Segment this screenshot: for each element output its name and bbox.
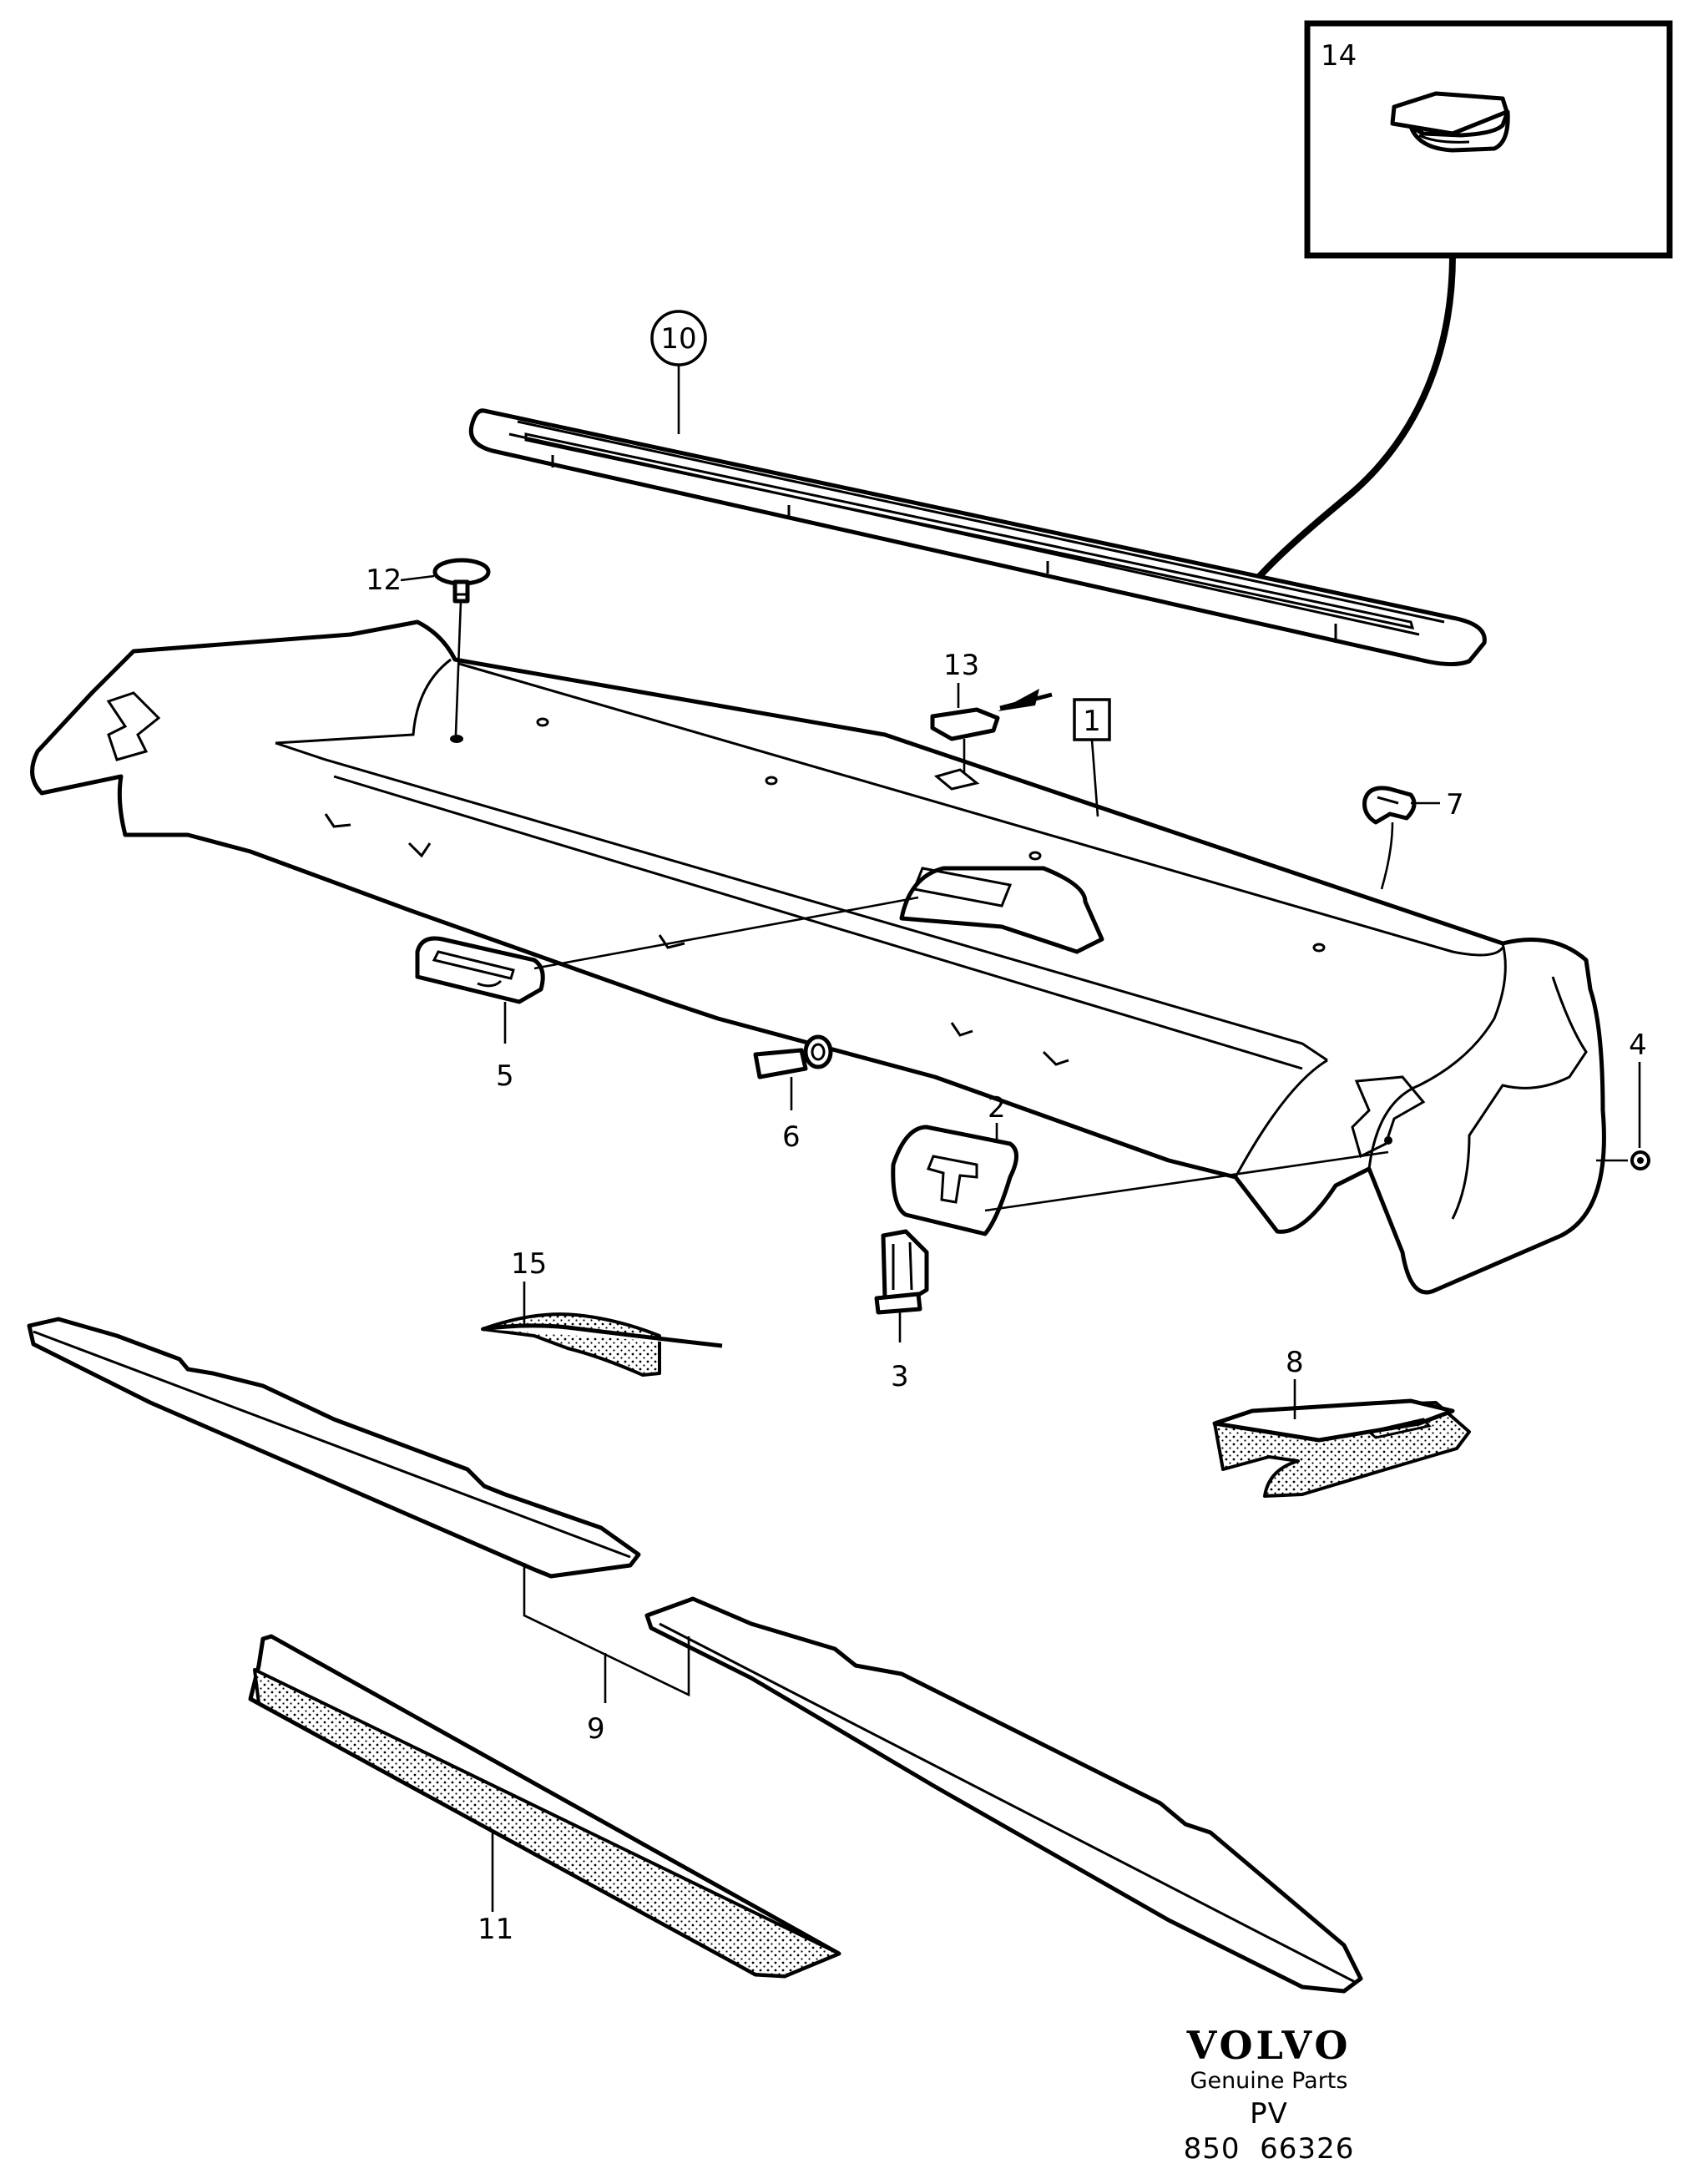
callout-5: 5 bbox=[496, 1002, 514, 1093]
part-6-clip bbox=[753, 1034, 833, 1079]
callout-10: 10 bbox=[650, 310, 707, 434]
callout-8: 8 bbox=[1286, 1346, 1304, 1419]
callout-1: 1 bbox=[1073, 698, 1111, 817]
part-7-clip bbox=[1362, 786, 1417, 890]
callout-9: 9 bbox=[587, 1712, 605, 1746]
part-4-nut bbox=[1596, 1150, 1650, 1170]
callout-7: 7 bbox=[1411, 788, 1464, 822]
part-15-tape bbox=[481, 1312, 723, 1377]
part-13-clip bbox=[930, 689, 1053, 772]
inset-detail-box bbox=[1224, 20, 1673, 620]
svg-text:2: 2 bbox=[988, 1091, 1006, 1125]
parcel-shelf-main bbox=[30, 619, 1606, 1295]
part-3-clip bbox=[874, 1229, 929, 1315]
callout-4: 4 bbox=[1629, 1029, 1647, 1148]
svg-text:13: 13 bbox=[943, 649, 979, 682]
svg-text:4: 4 bbox=[1629, 1029, 1647, 1062]
code-number: 66326 bbox=[1260, 2132, 1355, 2166]
callout-15: 15 bbox=[511, 1247, 547, 1327]
svg-text:6: 6 bbox=[782, 1120, 801, 1154]
svg-text:8: 8 bbox=[1286, 1346, 1304, 1379]
part-9-strips bbox=[27, 1317, 1363, 1994]
part-5-clip bbox=[415, 896, 919, 1004]
volvo-brand-block: VOLVO Genuine Parts PV 850 66326 bbox=[1160, 2025, 1377, 2166]
svg-text:7: 7 bbox=[1446, 788, 1464, 822]
callout-13: 13 bbox=[943, 649, 979, 708]
svg-text:15: 15 bbox=[511, 1247, 547, 1281]
callout-2: 2 bbox=[988, 1091, 1006, 1142]
part-2-pad bbox=[891, 1125, 1389, 1236]
callout-3: 3 bbox=[891, 1312, 909, 1393]
svg-text:1: 1 bbox=[1083, 705, 1101, 738]
part-12-push-clip bbox=[432, 558, 491, 736]
callout-12: 12 bbox=[366, 564, 435, 597]
callout-6: 6 bbox=[782, 1077, 801, 1154]
brand-subtitle: Genuine Parts bbox=[1190, 2068, 1348, 2094]
top-trim-strip bbox=[468, 408, 1487, 666]
code-prefix: PV 850 bbox=[1183, 2097, 1288, 2166]
svg-text:5: 5 bbox=[496, 1059, 514, 1093]
part-11-wedge-strip bbox=[248, 1634, 841, 1979]
svg-text:12: 12 bbox=[366, 564, 402, 597]
svg-text:10: 10 bbox=[660, 322, 696, 356]
clip-detail-icon bbox=[1390, 91, 1510, 153]
volvo-logo: VOLVO bbox=[1186, 2023, 1352, 2068]
diagram-code: PV 850 66326 bbox=[1160, 2096, 1377, 2166]
part-8-foam-pad bbox=[1212, 1398, 1471, 1498]
callout-14: 14 bbox=[1321, 39, 1357, 73]
callout-11: 11 bbox=[478, 1913, 513, 1946]
svg-text:3: 3 bbox=[891, 1360, 909, 1393]
